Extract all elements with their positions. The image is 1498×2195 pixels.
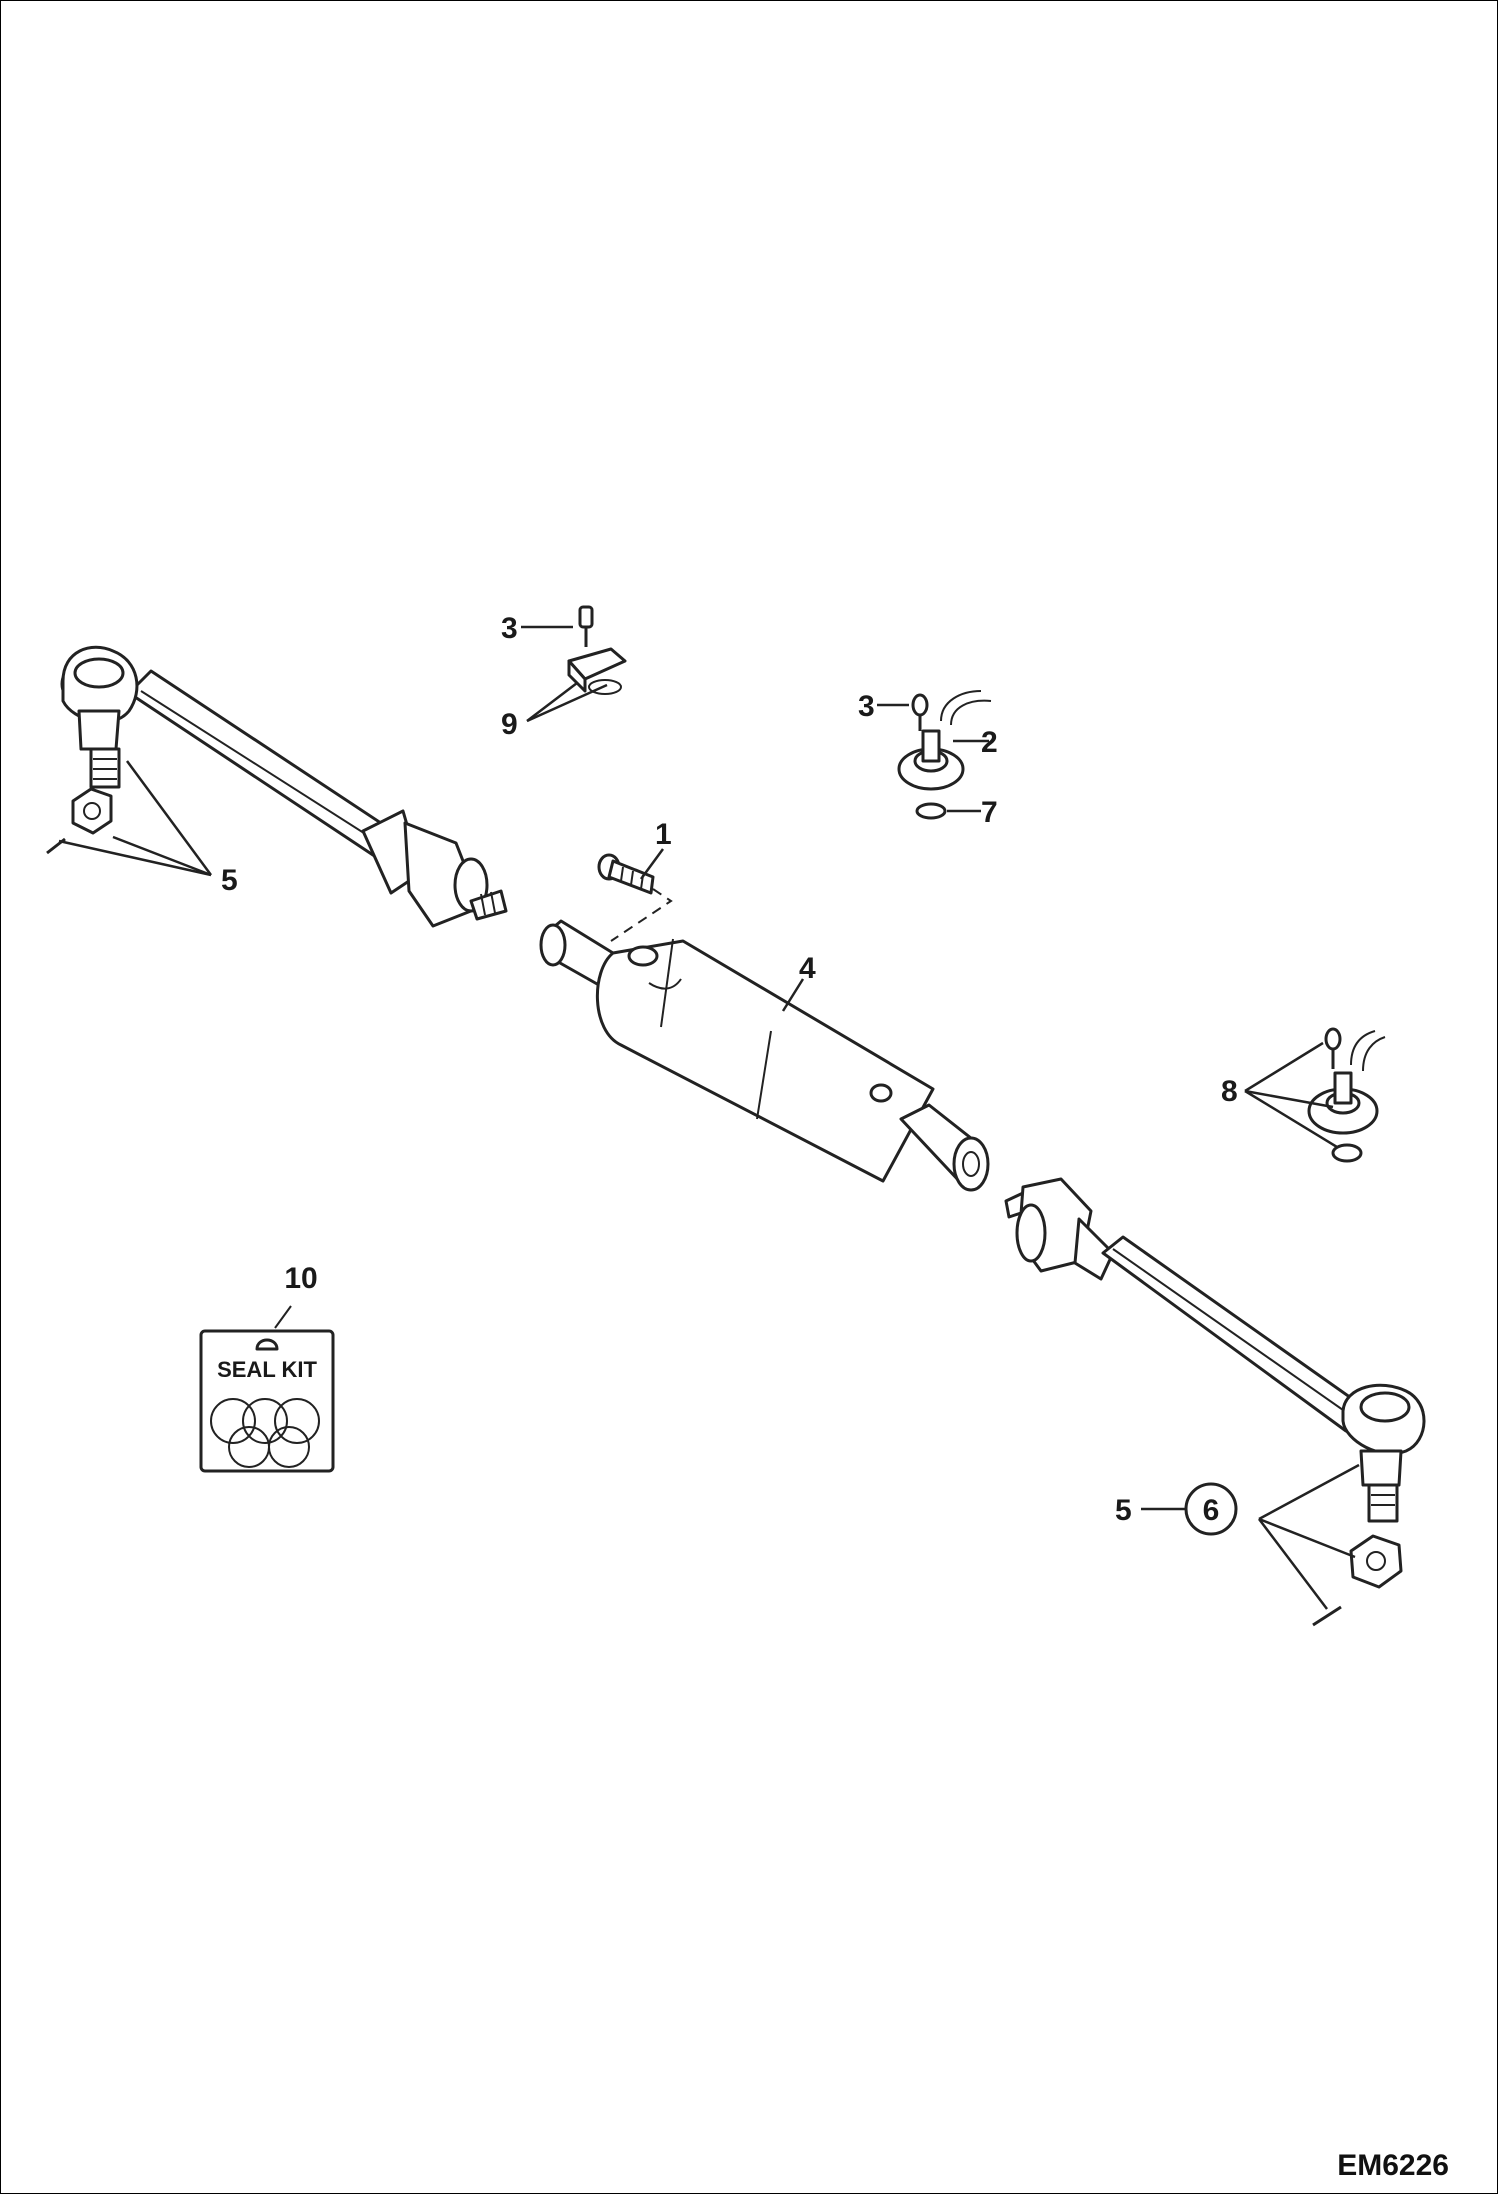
callout-6-circle	[1184, 1482, 1238, 1536]
sensor-8	[1307, 1027, 1386, 1163]
left-tie-rod	[46, 645, 508, 928]
callout-1: 1	[655, 818, 672, 851]
leader-lines	[58, 625, 1360, 1610]
callout-9: 9	[501, 708, 518, 741]
seal-kit: SEAL KIT	[199, 1305, 335, 1473]
callout-5-left: 5	[221, 864, 238, 897]
callout-6: 6	[1203, 1494, 1220, 1527]
callout-2: 2	[981, 726, 998, 759]
callout-10: 10	[284, 1262, 317, 1295]
sensor-2	[897, 690, 992, 820]
callout-3-top: 3	[501, 612, 518, 645]
seal-kit-label: SEAL KIT	[217, 1357, 317, 1382]
right-tie-rod	[1004, 1177, 1426, 1627]
callout-3-right: 3	[858, 690, 875, 723]
callouts: 3 9 3 2 7 1 4 5 8 10 5 6	[221, 612, 1238, 1536]
callout-4: 4	[799, 952, 816, 985]
sensor-bracket-9	[567, 605, 627, 695]
callout-7: 7	[981, 796, 998, 829]
figure-code: EM6226	[1337, 2149, 1449, 2182]
callout-5-right: 5	[1115, 1494, 1132, 1527]
steering-cylinder	[539, 919, 990, 1192]
callout-8: 8	[1221, 1075, 1238, 1108]
bolt-1	[597, 853, 673, 942]
